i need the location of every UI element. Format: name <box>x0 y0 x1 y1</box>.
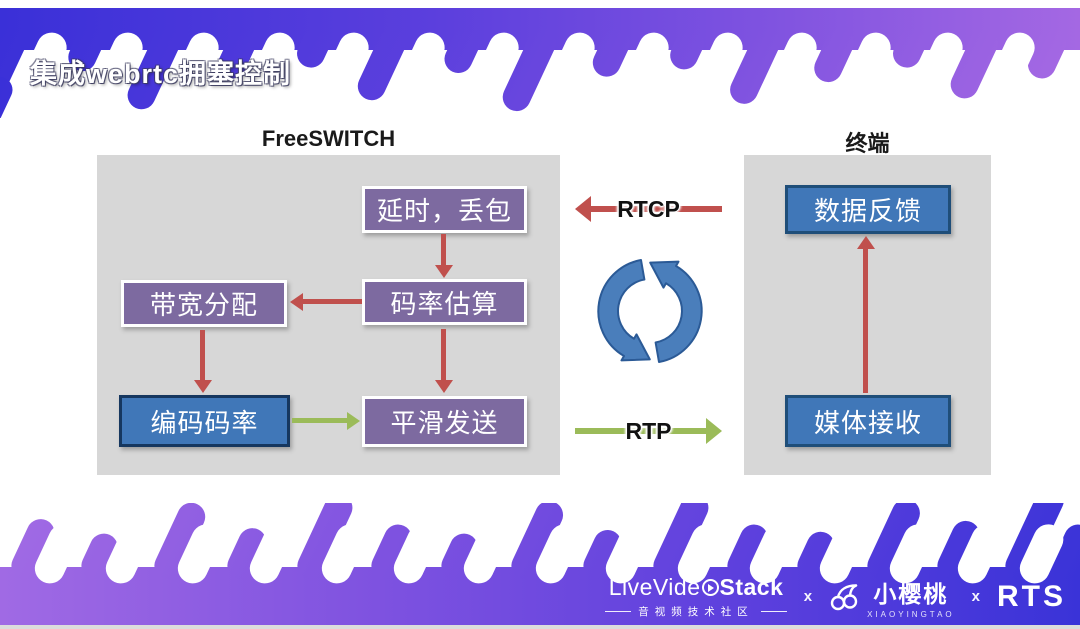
node-data-feedback: 数据反馈 <box>785 185 951 234</box>
arrow-rtcp: RTCP <box>575 196 722 222</box>
separator-x-1: x <box>803 588 813 605</box>
arrow-bandwidth-to-encode <box>194 330 212 393</box>
arrow-head-up-icon <box>857 236 875 249</box>
arrow-rtp: RTP <box>575 418 722 444</box>
slide-title: 集成webrtc拥塞控制 <box>30 59 292 89</box>
arrow-shaft <box>441 234 446 266</box>
node-bandwidth-allocation-label: 带宽分配 <box>149 291 258 320</box>
arrow-shaft <box>589 206 722 212</box>
arrow-receive-to-feedback <box>857 236 875 393</box>
cycle-arrows-icon <box>597 259 703 363</box>
rtcp-label: RTCP <box>617 196 680 222</box>
rts-logo: RTS <box>997 579 1066 613</box>
arrow-shaft <box>441 329 446 381</box>
arrow-shaft <box>575 428 706 434</box>
arrow-estimation-to-bandwidth <box>290 293 362 311</box>
subtitle-line-left <box>605 611 632 612</box>
node-data-feedback-label: 数据反馈 <box>813 197 922 226</box>
top-banner-decoration <box>0 8 1080 118</box>
arrow-delay-to-estimation <box>435 234 453 278</box>
node-media-receive: 媒体接收 <box>785 395 951 447</box>
arrow-shaft <box>302 299 362 304</box>
livevideostack-subtitle: 音视频技术社区 <box>605 604 787 619</box>
arrow-head-right-icon <box>706 418 722 444</box>
livevideostack-subtitle-text: 音视频技术社区 <box>638 606 754 618</box>
terminal-section-label: 终端 <box>845 131 890 156</box>
arrow-shaft <box>200 330 205 381</box>
arrow-shaft <box>863 248 868 393</box>
separator-x-2: x <box>971 588 980 605</box>
node-delay-loss-label: 延时，丢包 <box>376 197 512 226</box>
node-media-receive-label: 媒体接收 <box>813 408 922 438</box>
xiaoyingtao-logo: 小樱桃 XIAOYINGTAO <box>829 575 955 619</box>
node-encode-bitrate-label: 编码码率 <box>150 408 259 438</box>
node-bitrate-estimation-label: 码率估算 <box>390 289 499 319</box>
play-triangle-icon <box>708 583 714 592</box>
footer-logos: LiveVide Stack 音视频技术社区 x 小樱桃 <box>605 574 1066 619</box>
livevideostack-wordmark: LiveVide Stack <box>609 574 784 601</box>
xiaoyingtao-texts: 小樱桃 XIAOYINGTAO <box>867 575 955 619</box>
node-smooth-send: 平滑发送 <box>362 396 527 447</box>
node-bandwidth-allocation: 带宽分配 <box>121 280 287 327</box>
bottom-banner-decoration <box>0 503 1080 625</box>
arrow-encode-to-smooth <box>292 412 360 430</box>
arrow-head-down-icon <box>435 265 453 278</box>
play-icon <box>701 579 719 596</box>
cherry-icon <box>830 583 858 610</box>
rtp-label: RTP <box>625 418 672 444</box>
node-delay-loss: 延时，丢包 <box>362 186 527 233</box>
arrow-head-left-icon <box>575 196 591 222</box>
xiaoyingtao-caption: XIAOYINGTAO <box>867 609 955 619</box>
node-bitrate-estimation: 码率估算 <box>362 279 527 325</box>
freeswitch-section-label: FreeSWITCH <box>261 126 396 151</box>
livevideostack-text-2: Stack <box>719 574 784 600</box>
node-encode-bitrate: 编码码率 <box>119 395 290 447</box>
slide-bottom-edge <box>0 625 1080 629</box>
livevideostack-logo: LiveVide Stack 音视频技术社区 <box>605 574 787 619</box>
xiaoyingtao-name: 小樱桃 <box>873 580 949 607</box>
arrow-head-left-icon <box>290 293 303 311</box>
arrow-head-down-icon <box>435 380 453 393</box>
arrow-shaft <box>292 418 348 423</box>
livevideostack-text-1: LiveVide <box>608 574 701 600</box>
arrow-head-down-icon <box>194 380 212 393</box>
subtitle-line-right <box>760 611 787 612</box>
arrow-head-right-icon <box>347 412 360 430</box>
arrow-estimation-to-smooth <box>435 329 453 393</box>
node-smooth-send-label: 平滑发送 <box>390 409 499 438</box>
